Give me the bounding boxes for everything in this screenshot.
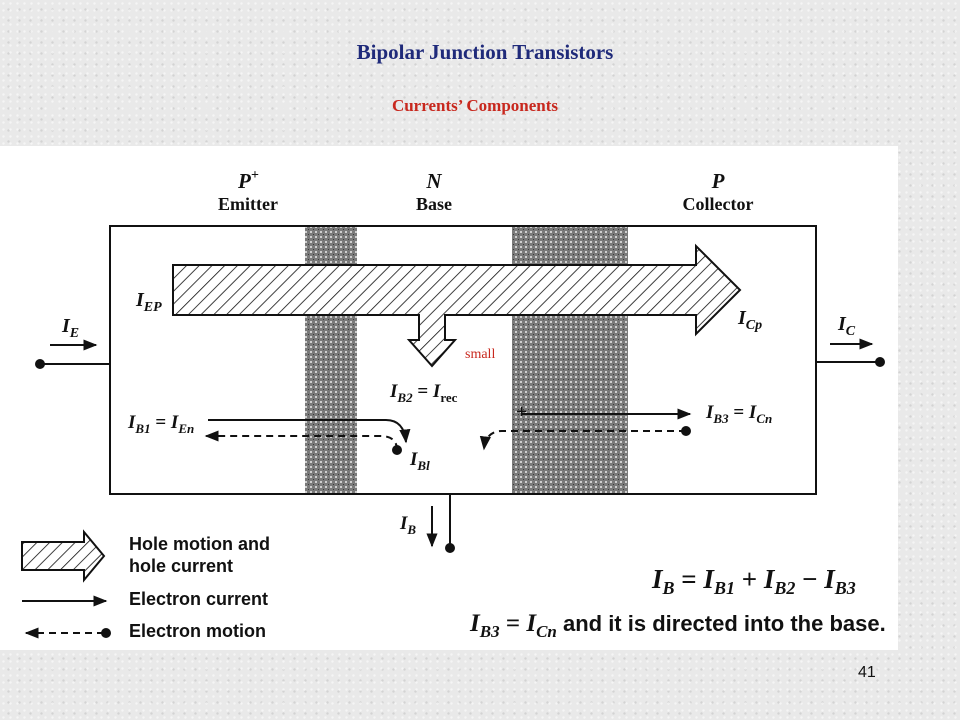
i-b1-electron-current — [208, 419, 411, 444]
figure-panel — [0, 146, 898, 650]
label-i-cp: ICp — [737, 307, 762, 333]
base-terminal — [445, 543, 455, 553]
collector-terminal — [875, 357, 885, 367]
hole-current-arrow — [172, 243, 742, 368]
page-number: 41 — [858, 664, 876, 681]
legend-hole-text-line2: hole current — [129, 556, 233, 576]
label-i-b3-equals-i-cn: IB3 = ICn — [705, 402, 772, 426]
legend-electron-motion-dot — [101, 628, 111, 638]
emitter-type-label: P+ — [237, 168, 259, 193]
equation-base-current: IB = IB1 + IB2 − IB3 — [651, 564, 856, 598]
device-outline — [109, 225, 817, 495]
base-type-label: N — [425, 169, 442, 193]
emitter-terminal — [35, 359, 45, 369]
label-i-bl: IBl — [409, 449, 430, 473]
label-i-e: IE — [61, 315, 79, 341]
slide-title: Bipolar Junction Transistors — [356, 40, 614, 64]
label-i-b2-equals-i-rec: IB2 = Irec — [389, 381, 458, 405]
collector-to-base-electron-motion — [479, 430, 686, 451]
label-i-b: IB — [399, 513, 416, 537]
label-i-b1-equals-i-en: IB1 = IEn — [127, 412, 194, 436]
legend-hole-arrow-icon — [21, 529, 106, 583]
slide-subtitle: Currents’ Components — [391, 96, 559, 115]
base-electron-source — [392, 445, 402, 455]
label-i-ep: IEP — [135, 289, 162, 315]
collector-electron-source — [681, 426, 691, 436]
legend-electron-current-text: Electron current — [129, 589, 268, 609]
base-label: Base — [416, 194, 452, 214]
bjt-current-diagram: P+ Emitter N Base P Collector IE IEP ICp… — [0, 146, 898, 650]
small-annotation: small — [465, 347, 495, 362]
label-i-c: IC — [837, 313, 856, 339]
plus-sign: + — [516, 401, 527, 423]
equation-ib3-direction: IB3 = ICn and it is directed into the ba… — [469, 610, 886, 641]
legend-hole-text-line1: Hole motion and — [129, 534, 270, 554]
legend-electron-motion-text: Electron motion — [129, 621, 266, 641]
emitter-label: Emitter — [218, 194, 278, 214]
collector-label: Collector — [683, 194, 754, 214]
collector-type-label: P — [711, 169, 725, 193]
